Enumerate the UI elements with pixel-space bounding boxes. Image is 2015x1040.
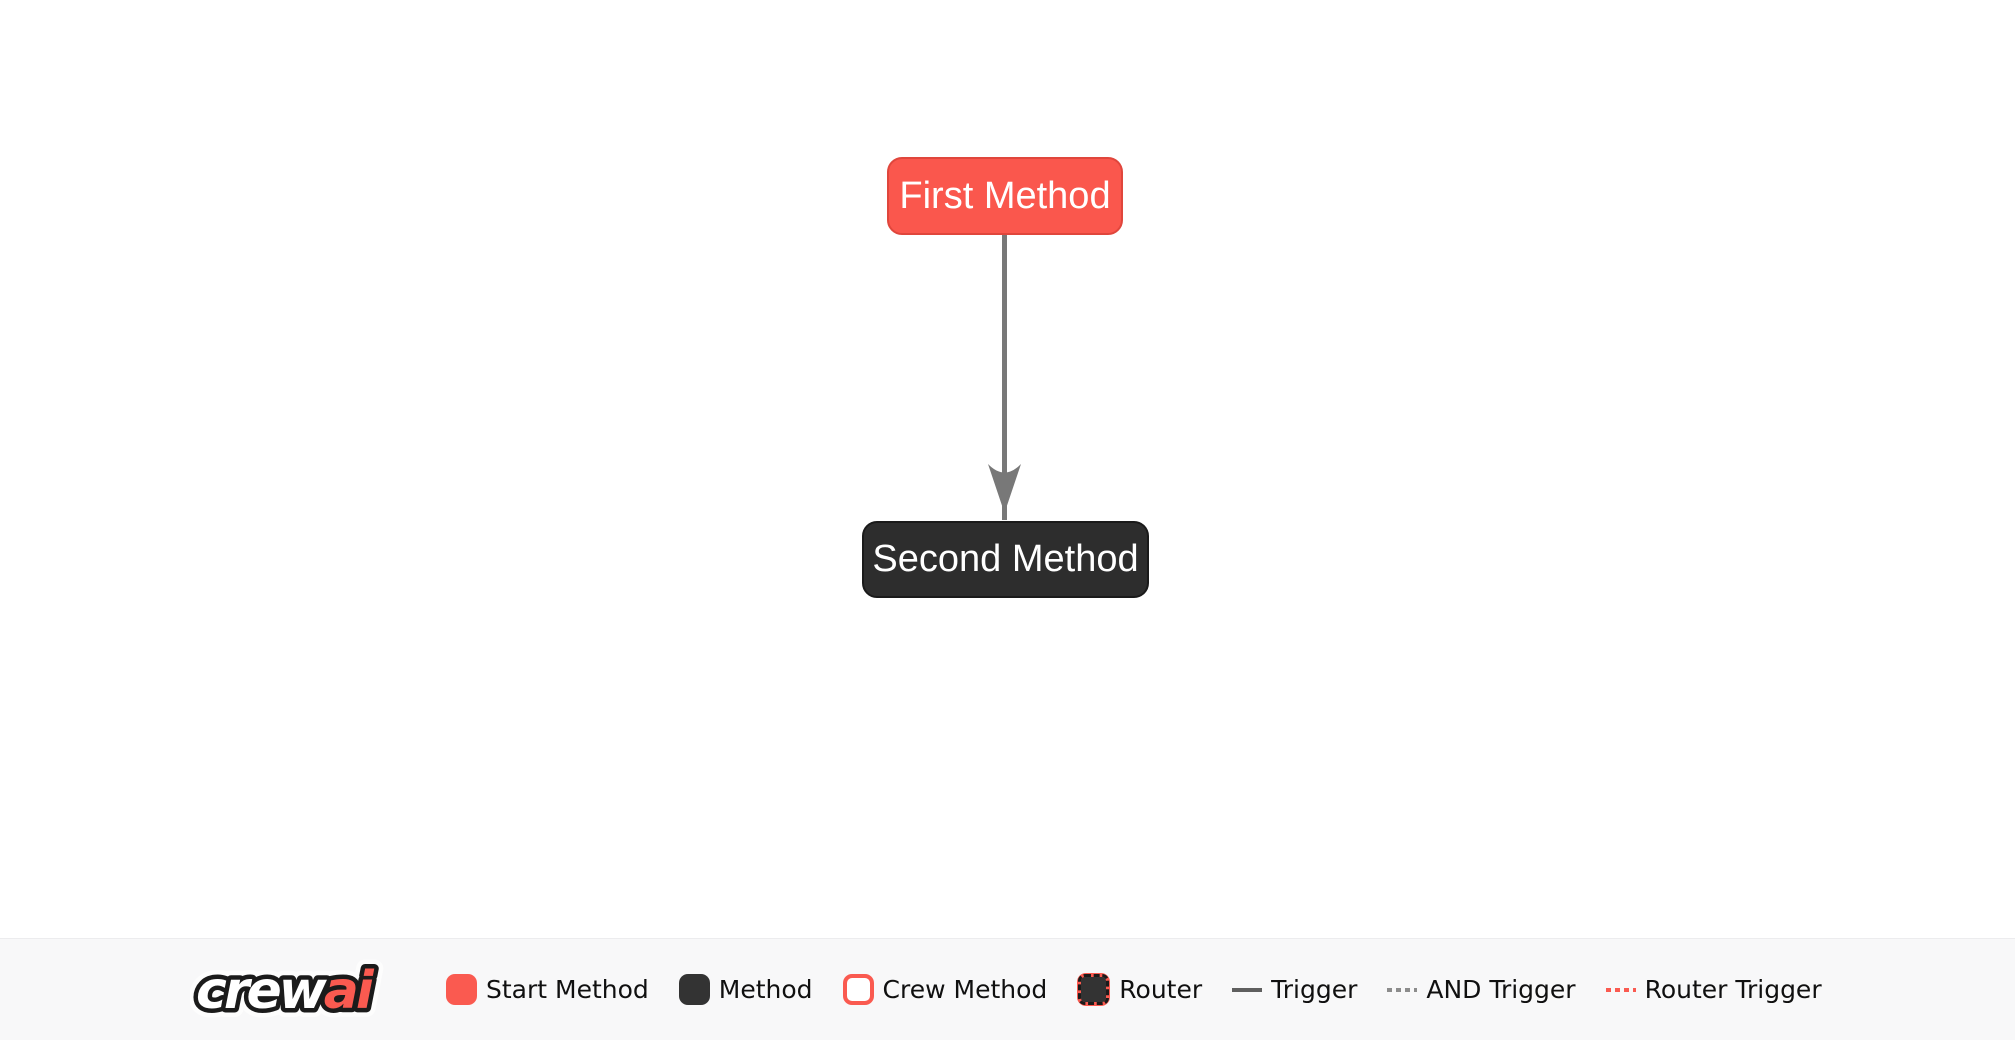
legend-item-crew-method: Crew Method xyxy=(842,974,1048,1005)
trigger-line-icon xyxy=(1232,987,1263,992)
legend-item-router-trigger: Router Trigger xyxy=(1605,975,1822,1004)
start-method-swatch-icon xyxy=(446,974,477,1005)
legend-label: Trigger xyxy=(1271,975,1358,1004)
legend: Start Method Method Crew Method Router T… xyxy=(446,973,1822,1006)
trigger-edge xyxy=(988,235,1021,520)
legend-label: Router Trigger xyxy=(1644,975,1822,1004)
legend-label: AND Trigger xyxy=(1426,975,1576,1004)
legend-item-router: Router xyxy=(1077,973,1202,1006)
flow-canvas[interactable]: First Method Second Method xyxy=(0,0,2015,938)
legend-label: Start Method xyxy=(486,975,649,1004)
legend-item-trigger: Trigger xyxy=(1232,975,1357,1004)
edge-layer xyxy=(988,235,1021,520)
method-swatch-icon xyxy=(678,974,710,1005)
node-second-method-label: Second Method xyxy=(872,538,1139,580)
router-trigger-line-icon xyxy=(1605,987,1636,992)
legend-item-method: Method xyxy=(678,974,813,1005)
node-first-method[interactable]: First Method xyxy=(887,157,1123,235)
legend-label: Crew Method xyxy=(882,975,1048,1004)
legend-label: Method xyxy=(718,975,813,1004)
svg-text:crewai: crewai xyxy=(196,961,375,1021)
router-swatch-icon xyxy=(1077,973,1111,1006)
legend-bar: crewai crewai crewai Start Method Method… xyxy=(0,938,2015,1040)
svg-text:crewai: crewai xyxy=(196,961,375,1021)
legend-item-and-trigger: AND Trigger xyxy=(1387,975,1576,1004)
node-second-method[interactable]: Second Method xyxy=(862,521,1149,598)
arrowhead-icon xyxy=(988,464,1021,513)
crewai-logo-icon: crewai crewai crewai xyxy=(190,952,387,1030)
and-trigger-line-icon xyxy=(1387,987,1418,992)
legend-item-start-method: Start Method xyxy=(446,974,649,1005)
node-first-method-label: First Method xyxy=(899,174,1111,217)
crew-method-swatch-icon xyxy=(842,974,874,1005)
legend-label: Router xyxy=(1119,975,1203,1004)
